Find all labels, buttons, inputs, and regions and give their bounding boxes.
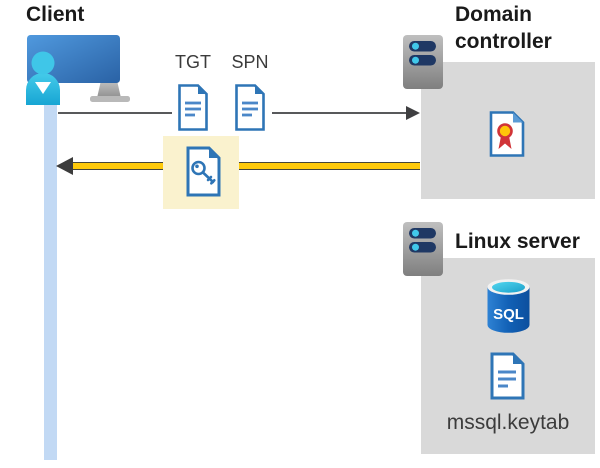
certificate-icon: [489, 111, 525, 157]
linux-server-icon: [403, 222, 443, 276]
domain-controller-label: Domain controller: [455, 3, 552, 53]
spn-document-icon: [235, 84, 265, 131]
user-icon: [26, 51, 60, 105]
key-ticket-document-icon: [186, 146, 221, 197]
tgt-document-icon: [178, 84, 208, 131]
sql-badge-text: SQL: [493, 306, 524, 323]
spn-label: SPN: [231, 52, 269, 72]
request-arrow-line-right: [272, 112, 406, 114]
response-arrow-head-icon: [56, 157, 73, 175]
client-computer-user-icon: [26, 35, 130, 105]
linux-server-label: Linux server: [455, 230, 580, 253]
keytab-document-icon: [490, 352, 525, 400]
client-lifeline: [44, 93, 57, 460]
tgt-label: TGT: [175, 52, 211, 72]
response-arrow-line: [70, 162, 420, 170]
request-arrow-head-icon: [406, 106, 420, 120]
sql-database-icon: SQL: [487, 279, 530, 333]
client-label: Client: [26, 3, 85, 26]
keytab-filename-label: mssql.keytab: [446, 411, 570, 434]
domain-controller-server-icon: [403, 35, 443, 89]
request-arrow-line-left: [58, 112, 172, 114]
